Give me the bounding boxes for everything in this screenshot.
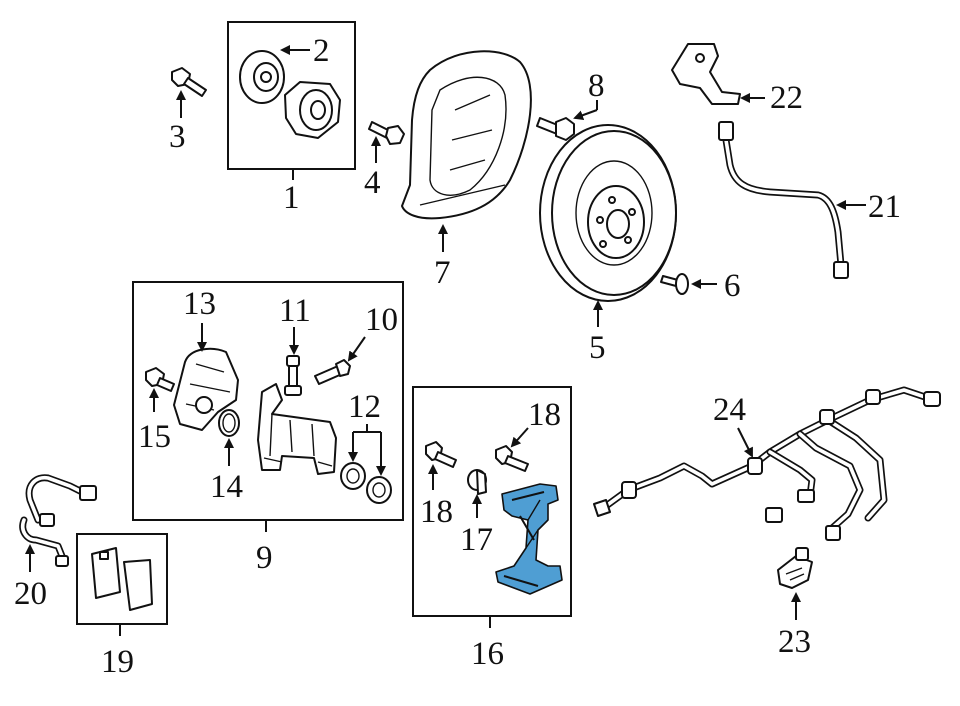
- callout-18-right: 18: [528, 397, 561, 433]
- splash-shield-part[interactable]: [401, 50, 532, 220]
- seal-ring-part[interactable]: [218, 409, 240, 437]
- callout-13: 13: [183, 286, 216, 322]
- guide-pin-part[interactable]: [314, 359, 351, 385]
- callout-15: 15: [138, 419, 171, 455]
- brake-pad-part[interactable]: [91, 547, 153, 611]
- callout-19: 19: [101, 644, 134, 680]
- hub-assembly-box[interactable]: [227, 21, 356, 180]
- piston-part[interactable]: [340, 462, 392, 504]
- brake-hose-part[interactable]: [718, 121, 849, 279]
- bolt-15-part[interactable]: [145, 367, 175, 392]
- bracket-bolt-right-part[interactable]: [495, 445, 529, 472]
- wheel-hub-part[interactable]: [284, 81, 341, 139]
- guide-sleeve-part[interactable]: [467, 469, 487, 495]
- callout-4: 4: [364, 165, 381, 201]
- callout-10: 10: [365, 302, 398, 338]
- callout-9: 9: [256, 540, 273, 576]
- hose-bracket-part[interactable]: [671, 43, 741, 105]
- callout-5: 5: [589, 330, 606, 366]
- callout-24: 24: [713, 392, 746, 428]
- callout-12: 12: [348, 389, 381, 425]
- callout-2: 2: [313, 33, 330, 69]
- caliper-assembly-box[interactable]: [132, 281, 404, 521]
- callout-16: 16: [471, 636, 504, 672]
- callout-7: 7: [434, 255, 451, 291]
- brake-rotor-part[interactable]: [539, 124, 677, 302]
- caliper-housing-part[interactable]: [257, 383, 337, 475]
- wheel-bearing-part[interactable]: [239, 50, 285, 104]
- screw-6-part[interactable]: [660, 273, 689, 295]
- caliper-cover-part[interactable]: [173, 347, 239, 431]
- callout-3: 3: [169, 119, 186, 155]
- callout-23: 23: [778, 624, 811, 660]
- callout-11: 11: [279, 293, 311, 329]
- callout-21: 21: [868, 189, 901, 225]
- callout-6: 6: [724, 268, 741, 304]
- caliper-support-bracket-part[interactable]: [495, 483, 563, 595]
- callout-20: 20: [14, 576, 47, 612]
- callout-8: 8: [588, 68, 605, 104]
- wear-sensor-part[interactable]: [19, 474, 97, 567]
- callout-1: 1: [283, 180, 300, 216]
- callout-22: 22: [770, 80, 803, 116]
- bolt-3-part[interactable]: [171, 67, 207, 97]
- connector-part[interactable]: [777, 547, 813, 589]
- callout-14: 14: [210, 469, 243, 505]
- callout-17: 17: [460, 522, 493, 558]
- bolt-4-part[interactable]: [368, 121, 405, 145]
- brake-pads-box[interactable]: [76, 533, 168, 625]
- bleeder-screw-part[interactable]: [284, 355, 302, 396]
- wiring-harness-part[interactable]: [593, 386, 941, 541]
- callout-18-left: 18: [420, 494, 453, 530]
- bolt-8-part[interactable]: [536, 117, 575, 141]
- bracket-bolt-left-part[interactable]: [425, 441, 457, 468]
- caliper-bracket-box[interactable]: [412, 386, 572, 617]
